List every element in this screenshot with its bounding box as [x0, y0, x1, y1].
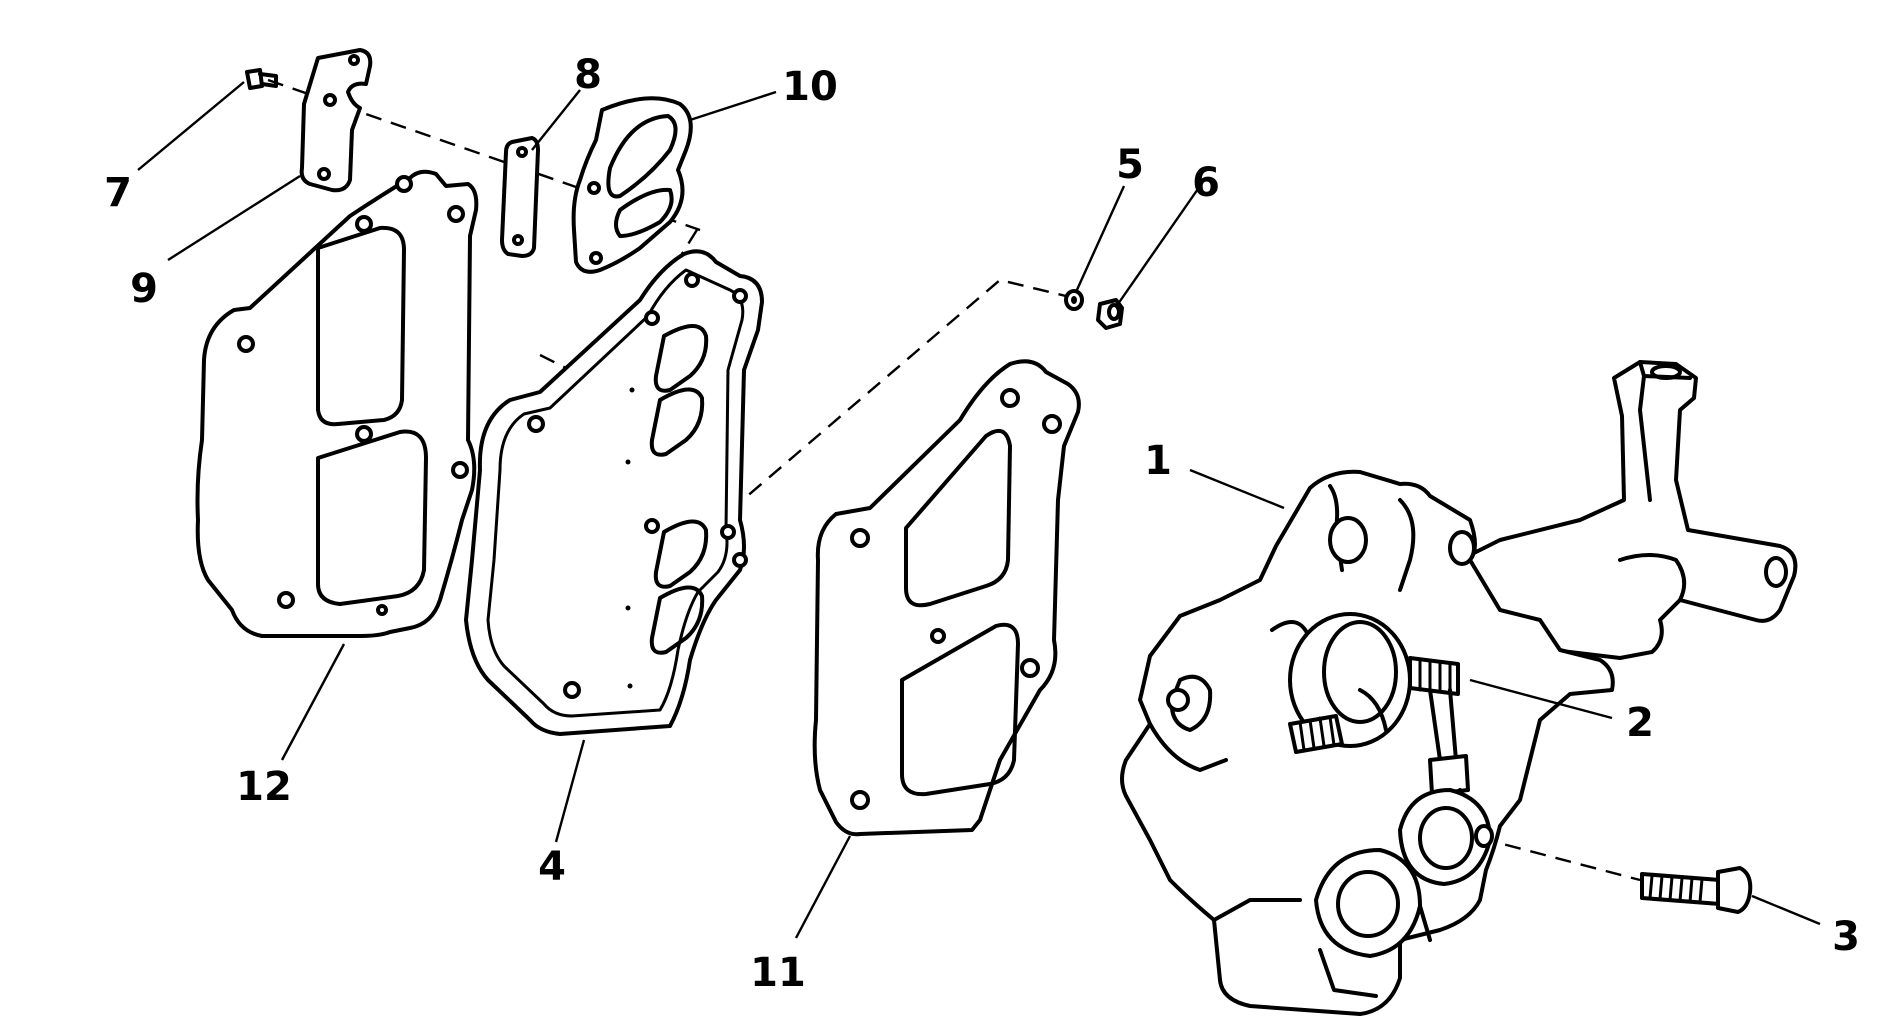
- callout-10: 10: [782, 64, 838, 110]
- part-9-plate: [299, 48, 373, 193]
- leader-lines: [137, 81, 1821, 939]
- leader-11: [794, 835, 852, 939]
- part-8-plate: [500, 136, 540, 258]
- leader-2: [1469, 678, 1613, 720]
- callout-6: 6: [1192, 160, 1220, 206]
- callout-4: 4: [538, 844, 566, 890]
- callout-1: 1: [1144, 438, 1172, 484]
- callout-7: 7: [104, 170, 132, 216]
- callout-12: 12: [236, 764, 292, 810]
- leader-8: [531, 89, 581, 151]
- part-12-gasket: [195, 169, 479, 638]
- part-11-gasket: [812, 359, 1081, 837]
- callout-11: 11: [750, 950, 806, 996]
- leader-9: [167, 174, 301, 262]
- part-1-housing: [1120, 360, 1798, 1016]
- leader-6: [1117, 185, 1201, 305]
- part-7-screw: [245, 68, 278, 90]
- leader-1: [1189, 468, 1285, 510]
- leader-7: [137, 81, 245, 171]
- callout-2: 2: [1626, 700, 1654, 746]
- callout-9: 9: [130, 266, 158, 312]
- leader-10: [689, 90, 777, 122]
- part-4-reed-plate: [464, 249, 764, 736]
- callout-labels: 1 2 3 4 5 6 7 8 9 10 11 12: [104, 52, 1860, 996]
- leader-4: [554, 739, 586, 843]
- part-5-washer: [1064, 289, 1084, 311]
- leader-5: [1074, 185, 1126, 293]
- callout-8: 8: [574, 52, 602, 98]
- callout-5: 5: [1116, 142, 1144, 188]
- leader-12: [280, 643, 346, 761]
- leader-3: [1751, 894, 1821, 926]
- part-3-bolt: [1640, 866, 1753, 914]
- part-10-reed-gasket: [571, 96, 693, 274]
- callout-3: 3: [1832, 914, 1860, 960]
- part-6-nut: [1096, 298, 1124, 330]
